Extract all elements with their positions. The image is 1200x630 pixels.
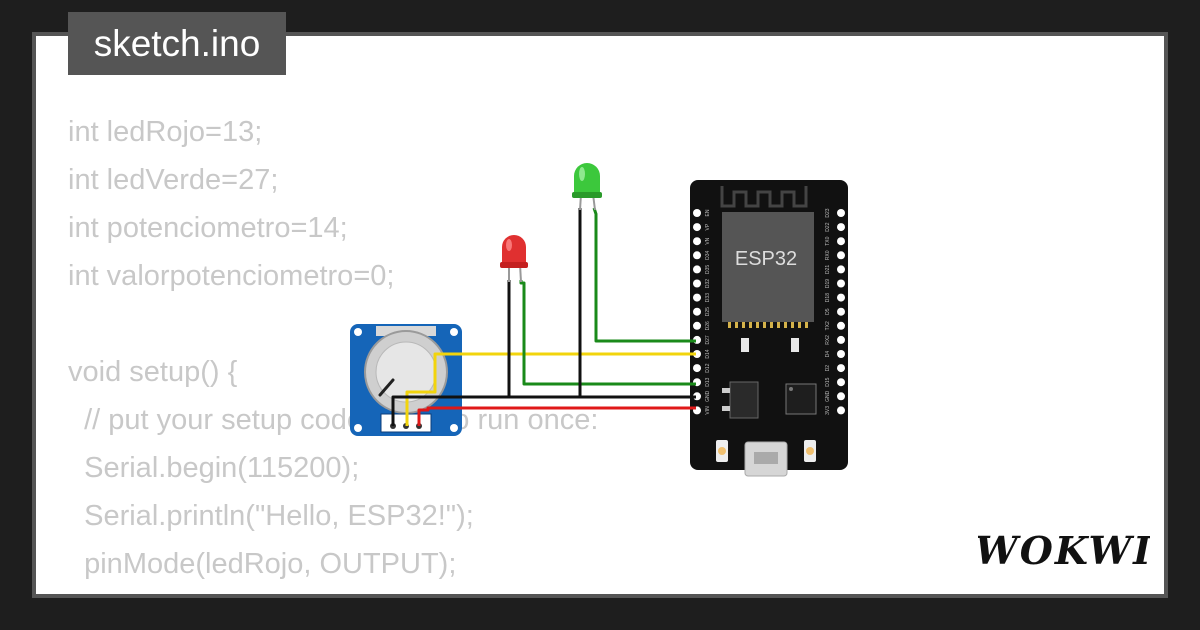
pin-label: D13 [705, 377, 711, 386]
pin-label: VIN [705, 406, 711, 415]
pin-label: D26 [705, 321, 711, 330]
pin-label: VP [705, 223, 711, 230]
pin-label: D22 [825, 222, 831, 231]
pin-hole[interactable] [837, 378, 845, 387]
antenna-trace [720, 186, 808, 208]
pin-label: D5 [825, 308, 831, 315]
pin-hole[interactable] [693, 307, 701, 316]
project-card: int ledRojo=13; int ledVerde=27; int poten… [32, 32, 1168, 598]
pin-hole[interactable] [837, 321, 845, 330]
pin-hole[interactable] [693, 293, 701, 302]
pin-hole[interactable] [837, 279, 845, 288]
pin-hole[interactable] [837, 307, 845, 316]
pin-hole[interactable] [837, 392, 845, 401]
pin-hole[interactable] [837, 251, 845, 260]
pin-hole[interactable] [693, 237, 701, 246]
pin-hole[interactable] [693, 321, 701, 330]
pin-hole[interactable] [837, 223, 845, 232]
pin-label: GND [825, 390, 831, 402]
pin-hole[interactable] [693, 209, 701, 217]
regulator-chip [729, 381, 759, 419]
pin-hole[interactable] [693, 364, 701, 373]
pin-hole[interactable] [837, 293, 845, 302]
code-line: int potenciometro=14; [68, 212, 348, 244]
pin-label: RX2 [825, 335, 831, 345]
pin-label: D32 [705, 279, 711, 288]
esp32-board[interactable]: ESP32 ENVPVND34D35D32D33D25D26D27D14D12D… [690, 180, 848, 477]
pin-label: RX0 [825, 250, 831, 260]
code-line: int ledVerde=27; [68, 164, 279, 196]
esp32-module [722, 212, 814, 322]
pin-hole[interactable] [693, 279, 701, 288]
pin-label: VN [705, 237, 711, 244]
pin-label: 3V3 [825, 406, 831, 415]
pin-label: D14 [705, 349, 711, 358]
pin-label: D21 [825, 265, 831, 274]
pin-label: D2 [825, 365, 831, 372]
knob-indicator [378, 378, 395, 397]
pin-hole[interactable] [837, 350, 845, 358]
pin-hole[interactable] [837, 364, 845, 373]
pin-label: GND [705, 390, 711, 402]
pin-label: D18 [825, 293, 831, 302]
wire-green-green-led [592, 207, 696, 343]
code-line: pinMode(ledRojo, OUTPUT); [68, 548, 457, 580]
pin-label: D35 [705, 265, 711, 274]
code-preview: int ledRojo=13; int ledVerde=27; int poten… [68, 108, 598, 594]
pin-label: D34 [705, 251, 711, 260]
code-line: int ledRojo=13; [68, 116, 263, 148]
pin-hole[interactable] [693, 223, 701, 232]
pin-hole[interactable] [837, 209, 845, 217]
code-line: Serial.begin(115200); [68, 452, 360, 484]
wire-black-pot [391, 395, 696, 426]
wokwi-logo: WOKWI [978, 528, 1150, 573]
red-led[interactable] [500, 235, 528, 283]
pin-hole[interactable] [693, 265, 701, 274]
code-line: Serial.println("Hello, ESP32!"); [68, 500, 474, 532]
code-line: void setup() { [68, 356, 238, 388]
pin-hole[interactable] [693, 251, 701, 260]
pin-hole[interactable] [837, 237, 845, 246]
pin-label: D33 [705, 293, 711, 302]
pin-label: D19 [825, 279, 831, 288]
chip-label: ESP32 [735, 248, 797, 270]
pin-label: D4 [825, 351, 831, 358]
pin-label: D15 [825, 377, 831, 386]
wire-green-red-led [519, 280, 696, 386]
brand-name: WOKWI [978, 528, 1150, 573]
green-led[interactable] [572, 163, 602, 211]
pin-hole[interactable] [837, 265, 845, 274]
pin-hole[interactable] [837, 335, 845, 344]
pin-label: D12 [705, 363, 711, 372]
pin-label: D27 [705, 335, 711, 344]
pin-label: D23 [825, 208, 831, 217]
pin-label: D25 [705, 307, 711, 316]
pin-label: TX2 [825, 321, 831, 330]
code-line: int valorpotenciometro=0; [68, 260, 395, 292]
wire-red [417, 406, 696, 426]
file-name-tab[interactable]: sketch.ino [68, 12, 286, 75]
pin-hole[interactable] [693, 350, 701, 358]
pin-label: EN [705, 209, 711, 216]
wire-yellow [405, 352, 696, 426]
pin-label: TX0 [825, 236, 831, 245]
pin-hole[interactable] [837, 406, 845, 415]
